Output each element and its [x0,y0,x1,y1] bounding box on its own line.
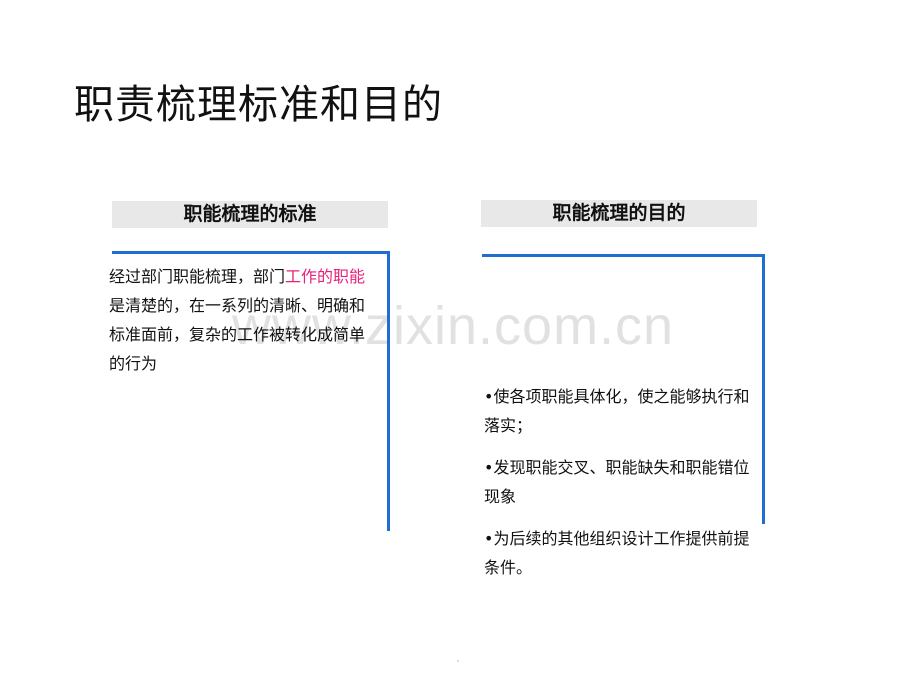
footer-dot [457,660,459,662]
purposes-header: 职能梳理的目的 [481,200,757,227]
standards-text: 经过部门职能梳理，部门工作的职能是清楚的，在一系列的清晰、明确和标准面前，复杂的… [109,262,374,378]
purpose-item: •发现职能交叉、职能缺失和职能错位现象 [484,458,750,506]
purpose-item: •为后续的其他组织设计工作提供前提条件。 [484,529,750,577]
standards-text-part1: 经过部门职能梳理，部门 [109,267,286,286]
purposes-box [482,254,765,524]
standards-box [112,251,390,531]
purposes-list: •使各项职能具体化，使之能够执行和落实； •发现职能交叉、职能缺失和职能错位现象… [484,382,750,582]
watermark: www.zixin.com.cn [232,296,675,356]
standards-text-highlight: 工作的职能 [285,267,366,286]
slide-title: 职责梳理标准和目的 [74,82,443,128]
purpose-item: •使各项职能具体化，使之能够执行和落实； [484,387,750,435]
standards-text-part2: 是清楚的，在一系列的清晰、明确和标准面前，复杂的工作被转化成简单的行为 [109,296,366,373]
standards-header: 职能梳理的标准 [112,201,388,228]
